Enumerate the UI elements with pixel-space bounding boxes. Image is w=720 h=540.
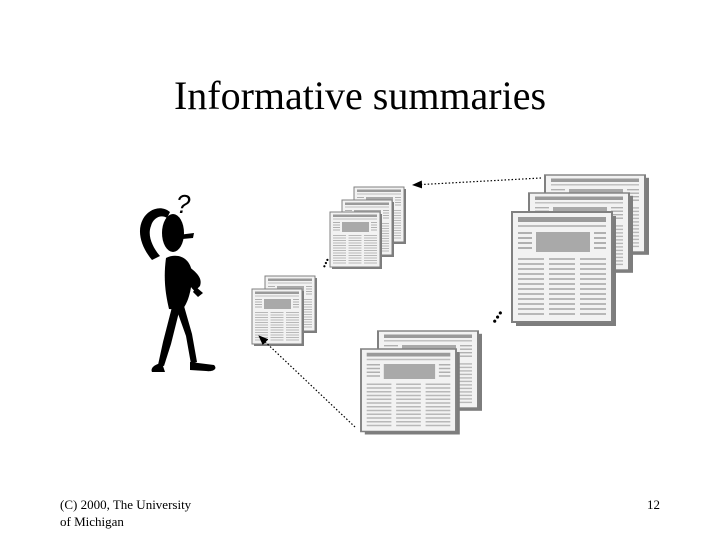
ellipsis-large-pages: ... (480, 302, 507, 327)
source-documents-upper (512, 175, 649, 326)
copyright-footer: (C) 2000, The University of Michigan (60, 496, 191, 530)
footer-line-1: (C) 2000, The University (60, 496, 191, 513)
summary-documents-lower (252, 276, 317, 346)
source-documents-lower (361, 331, 482, 435)
arrow-to-upper-summaries (413, 178, 541, 185)
confused-person-icon: ? (140, 189, 215, 372)
question-mark-icon: ? (176, 189, 191, 219)
arrow-to-lower-summaries (259, 336, 355, 427)
footer-line-2: of Michigan (60, 513, 191, 530)
summary-documents-upper (330, 187, 406, 269)
slide-number: 12 (600, 496, 660, 513)
